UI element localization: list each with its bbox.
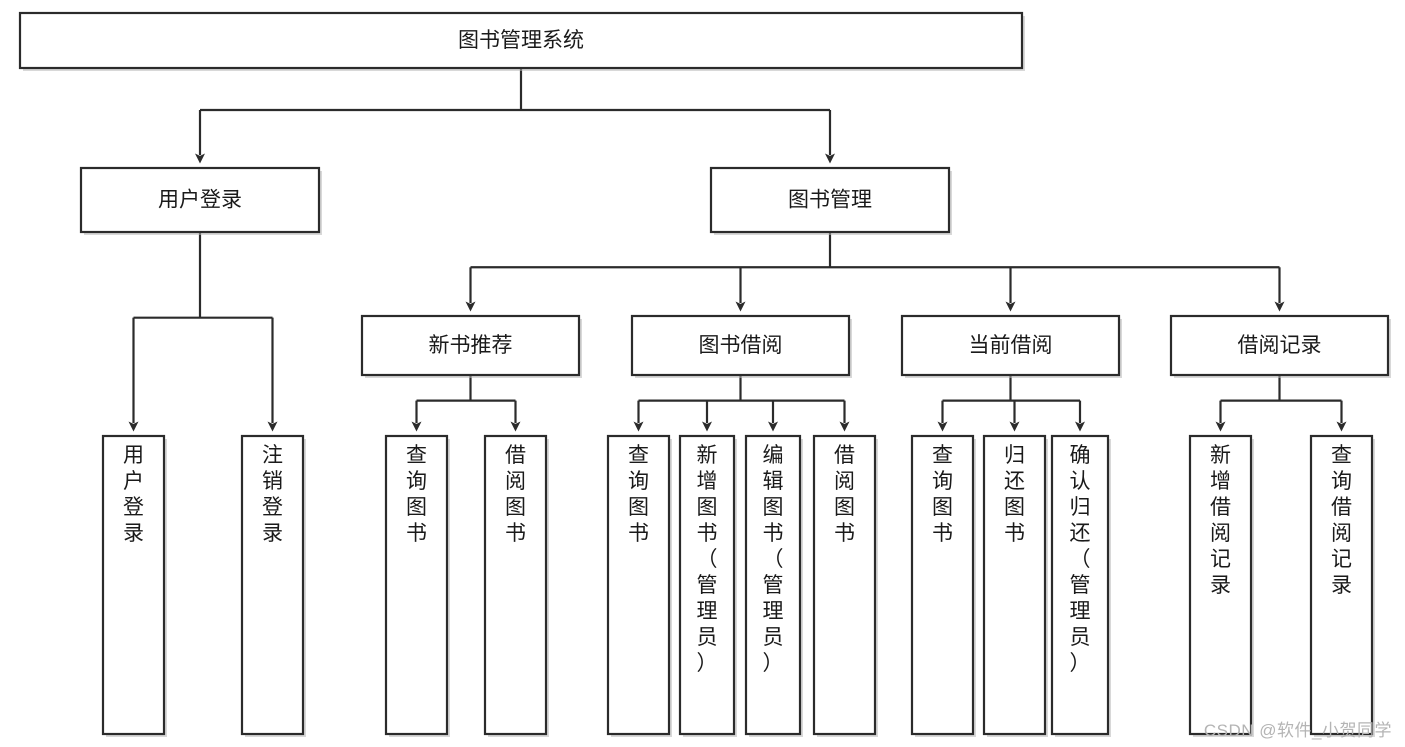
node-leaf-3-借阅图书-label: 借阅图书 <box>505 444 526 545</box>
node-leaf-2-查询图书-rect[interactable] <box>384 434 449 736</box>
node-leaf-8-查询图书-label: 查询图书 <box>932 444 953 545</box>
edge-图书借阅-to-leaves <box>633 375 850 432</box>
csdn-watermark: CSDN @软件_小贺同学 <box>1203 721 1392 740</box>
edge-借阅记录-to-leaves <box>1215 375 1347 432</box>
node-leaf-8-查询图书-rect[interactable] <box>910 434 975 736</box>
node-level2-图书管理[interactable]: 图书管理 <box>709 166 952 235</box>
node-leaf-11-新增借阅记录-label: 新增借阅记录 <box>1210 444 1231 597</box>
node-leaf-3-借阅图书[interactable]: 借阅图书 <box>483 434 549 737</box>
node-level3-当前借阅[interactable]: 当前借阅 <box>900 314 1122 378</box>
node-leaf-11-新增借阅记录-rect[interactable] <box>1188 434 1253 736</box>
node-leaf-8-查询图书[interactable]: 查询图书 <box>910 434 976 737</box>
node-level3-借阅记录[interactable]: 借阅记录 <box>1169 314 1391 378</box>
node-leaf-4-查询图书[interactable]: 查询图书 <box>606 434 672 737</box>
node-leaf-7-借阅图书-rect[interactable] <box>812 434 877 736</box>
node-leaf-12-查询借阅记录[interactable]: 查询借阅记录 <box>1309 434 1375 737</box>
node-level3-新书推荐[interactable]: 新书推荐 <box>360 314 582 378</box>
nodes-layer: 图书管理系统用户登录图书管理新书推荐图书借阅当前借阅借阅记录用户登录注销登录查询… <box>18 11 1391 737</box>
edge-books-to-level3 <box>465 232 1285 312</box>
node-level3-新书推荐-rect[interactable] <box>360 314 581 377</box>
node-leaf-5-新增图书管理员-label: 新增图书（管理员） <box>697 444 718 675</box>
edge-用户登录-to-leaves <box>128 232 278 432</box>
node-leaf-9-归还图书-label: 归还图书 <box>1004 444 1025 545</box>
node-leaf-11-新增借阅记录[interactable]: 新增借阅记录 <box>1188 434 1254 737</box>
node-leaf-5-新增图书管理员-rect[interactable] <box>678 434 736 736</box>
node-level3-借阅记录-rect[interactable] <box>1169 314 1390 377</box>
node-level2-用户登录-label: 用户登录 <box>158 189 242 212</box>
node-leaf-10-确认归还管理员-rect[interactable] <box>1050 434 1110 736</box>
node-leaf-12-查询借阅记录-label: 查询借阅记录 <box>1331 444 1352 597</box>
edge-新书推荐-to-leaves <box>411 375 521 432</box>
node-root-图书管理系统-rect[interactable] <box>18 11 1024 70</box>
node-leaf-0-用户登录-label: 用户登录 <box>123 444 144 545</box>
node-leaf-6-编辑图书管理员[interactable]: 编辑图书（管理员） <box>744 434 803 737</box>
node-leaf-5-新增图书管理员[interactable]: 新增图书（管理员） <box>678 434 737 737</box>
node-level2-图书管理-rect[interactable] <box>709 166 951 234</box>
node-leaf-0-用户登录-rect[interactable] <box>101 434 166 736</box>
node-leaf-12-查询借阅记录-rect[interactable] <box>1309 434 1374 736</box>
node-root-图书管理系统[interactable]: 图书管理系统 <box>18 11 1025 71</box>
node-level3-新书推荐-label: 新书推荐 <box>429 334 513 357</box>
node-leaf-6-编辑图书管理员-rect[interactable] <box>744 434 802 736</box>
node-leaf-0-用户登录[interactable]: 用户登录 <box>101 434 167 737</box>
node-leaf-1-注销登录-label: 注销登录 <box>262 444 283 545</box>
node-leaf-9-归还图书[interactable]: 归还图书 <box>982 434 1048 737</box>
node-leaf-1-注销登录[interactable]: 注销登录 <box>240 434 306 737</box>
node-level2-用户登录[interactable]: 用户登录 <box>79 166 322 235</box>
node-level3-图书借阅[interactable]: 图书借阅 <box>630 314 852 378</box>
node-root-图书管理系统-label: 图书管理系统 <box>458 29 584 52</box>
node-level3-图书借阅-label: 图书借阅 <box>699 334 783 357</box>
node-leaf-2-查询图书[interactable]: 查询图书 <box>384 434 450 737</box>
node-leaf-4-查询图书-rect[interactable] <box>606 434 671 736</box>
node-leaf-6-编辑图书管理员-label: 编辑图书（管理员） <box>763 444 784 675</box>
node-leaf-2-查询图书-label: 查询图书 <box>406 444 427 545</box>
edge-当前借阅-to-leaves <box>937 375 1085 432</box>
node-level2-用户登录-rect[interactable] <box>79 166 321 234</box>
node-leaf-3-借阅图书-rect[interactable] <box>483 434 548 736</box>
node-leaf-4-查询图书-label: 查询图书 <box>628 444 649 545</box>
node-leaf-9-归还图书-rect[interactable] <box>982 434 1047 736</box>
node-leaf-7-借阅图书[interactable]: 借阅图书 <box>812 434 878 737</box>
node-level2-图书管理-label: 图书管理 <box>788 189 872 212</box>
node-level3-图书借阅-rect[interactable] <box>630 314 851 377</box>
node-leaf-7-借阅图书-label: 借阅图书 <box>834 444 855 545</box>
edge-root-to-level2 <box>195 68 835 164</box>
node-level3-当前借阅-label: 当前借阅 <box>969 334 1053 357</box>
node-level3-借阅记录-label: 借阅记录 <box>1238 334 1322 357</box>
node-leaf-10-确认归还管理员[interactable]: 确认归还（管理员） <box>1050 434 1111 737</box>
node-leaf-10-确认归还管理员-label: 确认归还（管理员） <box>1070 444 1091 675</box>
node-level3-当前借阅-rect[interactable] <box>900 314 1121 377</box>
edges-layer <box>128 68 1347 432</box>
node-leaf-1-注销登录-rect[interactable] <box>240 434 305 736</box>
